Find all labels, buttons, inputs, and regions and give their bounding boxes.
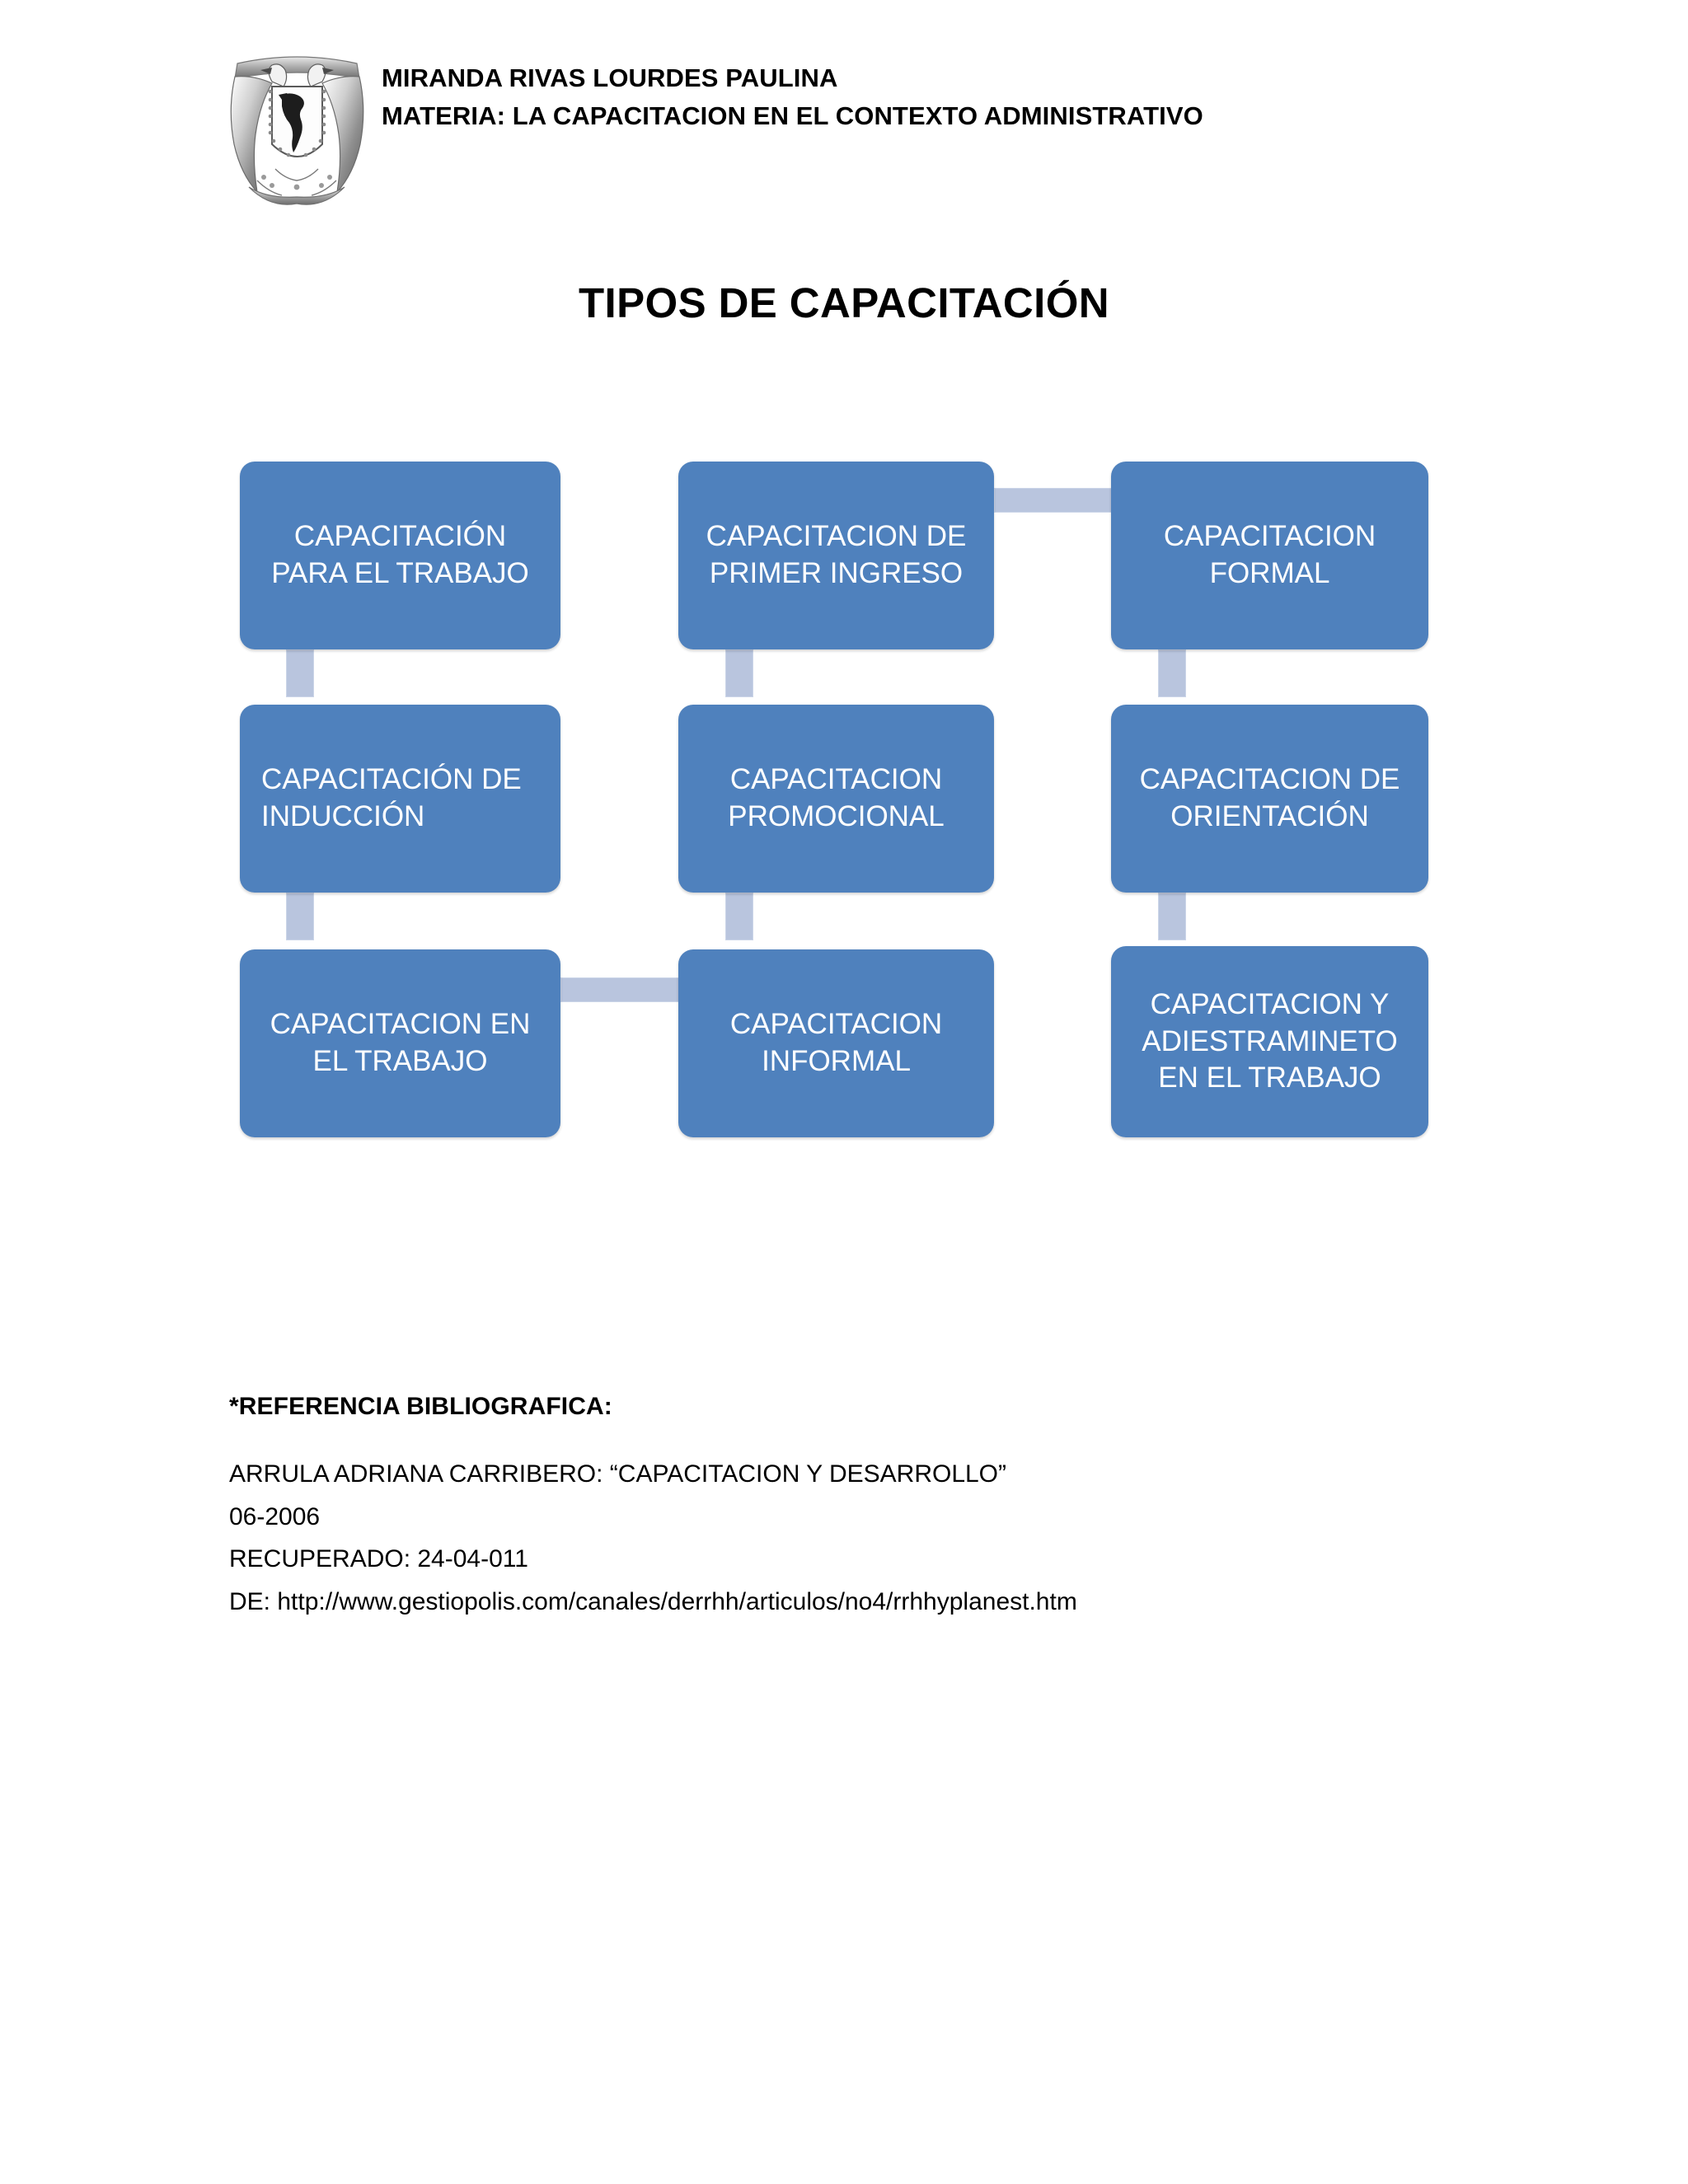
node-label: CAPACITACION DE ORIENTACIÓN xyxy=(1139,763,1400,832)
connector-n2-n5 xyxy=(725,649,753,697)
course-subject: MATERIA: LA CAPACITACION EN EL CONTEXTO … xyxy=(382,101,1203,130)
node-label: CAPACITACIÓN DE INDUCCIÓN xyxy=(261,763,522,832)
node-capacitacion-en-el-trabajo[interactable]: CAPACITACION EN EL TRABAJO xyxy=(240,949,560,1137)
bibliography-line-url[interactable]: DE: http://www.gestiopolis.com/canales/d… xyxy=(229,1587,1077,1615)
connector-n4-n7 xyxy=(286,893,314,940)
node-label: CAPACITACION FORMAL xyxy=(1163,520,1376,589)
node-capacitacion-de-orientacion[interactable]: CAPACITACION DE ORIENTACIÓN xyxy=(1111,705,1428,893)
header-text-block: MIRANDA RIVAS LOURDES PAULINA MATERIA: L… xyxy=(373,45,1203,130)
connector-n7-n8 xyxy=(560,977,686,1002)
tipos-de-capacitacion-diagram: CAPACITACIÓN PARA EL TRABAJO CAPACITACIO… xyxy=(240,462,1428,1137)
page-title: TIPOS DE CAPACITACIÓN xyxy=(578,279,1110,326)
node-label: CAPACITACION PROMOCIONAL xyxy=(728,763,945,832)
connector-n2-n3 xyxy=(994,488,1118,513)
node-capacitacion-de-primer-ingreso[interactable]: CAPACITACION DE PRIMER INGRESO xyxy=(678,462,994,649)
node-label: CAPACITACION Y ADIESTRAMINETO EN EL TRAB… xyxy=(1142,987,1398,1094)
node-label: CAPACITACION INFORMAL xyxy=(729,1008,943,1077)
bibliography-line-retrieved: RECUPERADO: 24-04-011 xyxy=(229,1545,528,1572)
node-label: CAPACITACIÓN PARA EL TRABAJO xyxy=(271,520,529,589)
node-label: CAPACITACION DE PRIMER INGRESO xyxy=(706,520,967,589)
unam-shield-logo-icon xyxy=(221,45,373,210)
bibliography-section: *REFERENCIA BIBLIOGRAFICA: ARRULA ADRIAN… xyxy=(229,1393,1465,1617)
bibliography-lines: ARRULA ADRIANA CARRIBERO: “CAPACITACION … xyxy=(229,1459,1465,1617)
node-label: CAPACITACION EN EL TRABAJO xyxy=(270,1008,531,1077)
bibliography-heading: *REFERENCIA BIBLIOGRAFICA: xyxy=(229,1393,612,1420)
document-header: MIRANDA RIVAS LOURDES PAULINA MATERIA: L… xyxy=(221,45,1457,210)
bibliography-line-date: 06-2006 xyxy=(229,1502,321,1530)
node-capacitacion-informal[interactable]: CAPACITACION INFORMAL xyxy=(678,949,994,1137)
connector-n5-n8 xyxy=(725,893,753,940)
connector-n3-n6 xyxy=(1158,649,1186,697)
node-capacitacion-formal[interactable]: CAPACITACION FORMAL xyxy=(1111,462,1428,649)
student-name: MIRANDA RIVAS LOURDES PAULINA xyxy=(382,63,838,92)
node-capacitacion-y-adiestramineto-en-el-trabajo[interactable]: CAPACITACION Y ADIESTRAMINETO EN EL TRAB… xyxy=(1111,946,1428,1137)
node-capacitacion-promocional[interactable]: CAPACITACION PROMOCIONAL xyxy=(678,705,994,893)
node-capacitacion-para-el-trabajo[interactable]: CAPACITACIÓN PARA EL TRABAJO xyxy=(240,462,560,649)
bibliography-line-source: ARRULA ADRIANA CARRIBERO: “CAPACITACION … xyxy=(229,1460,1007,1488)
node-capacitacion-de-induccion[interactable]: CAPACITACIÓN DE INDUCCIÓN xyxy=(240,705,560,893)
connector-n6-n9 xyxy=(1158,893,1186,940)
connector-n1-n4 xyxy=(286,649,314,697)
